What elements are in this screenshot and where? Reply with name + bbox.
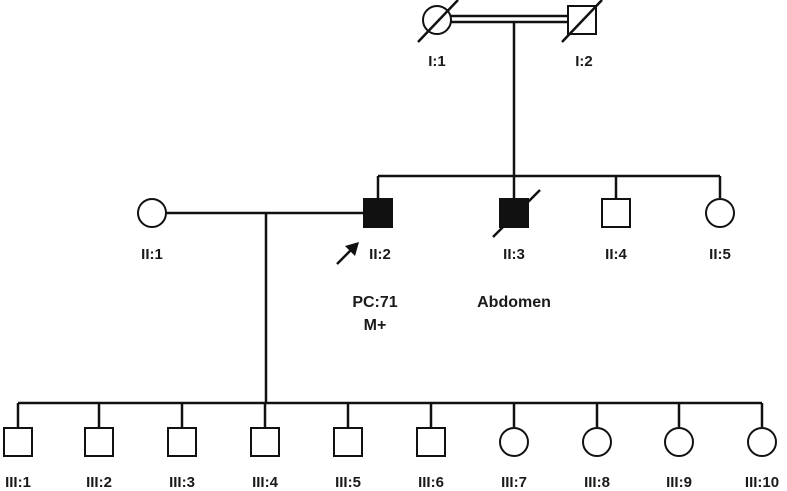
individual-III-1	[3, 427, 33, 457]
label-III-2: III:2	[86, 474, 112, 491]
deceased-slash-II-3	[492, 189, 541, 238]
generation-I: I:1 I:2	[417, 0, 603, 70]
pedigree-lines	[16, 14, 764, 427]
label-III-8: III:8	[584, 474, 610, 491]
label-III-3: III:3	[169, 474, 195, 491]
generation-II: II:1 II:2 II:3 II:4 II:5 PC:71 M+ Abdome…	[137, 189, 735, 334]
label-I-2: I:2	[575, 53, 593, 70]
individual-III-3	[167, 427, 197, 457]
proband-arrow-icon	[336, 242, 359, 265]
individual-II-3	[499, 198, 529, 228]
individual-III-2	[84, 427, 114, 457]
annotation-II-3: Abdomen	[477, 294, 551, 311]
label-I-1: I:1	[428, 53, 446, 70]
individual-III-10	[747, 427, 777, 457]
label-III-4: III:4	[252, 474, 278, 491]
individual-II-2	[363, 198, 393, 228]
generation-III: III:1 III:2 III:3 III:4 III:5 III:6 III:7 III:8…	[3, 427, 779, 491]
annotation-II-2-line-1: PC:71	[352, 294, 397, 311]
label-II-4: II:4	[605, 246, 627, 263]
label-III-1: III:1	[5, 474, 31, 491]
individual-III-7	[499, 427, 529, 457]
deceased-slash-I-1	[417, 0, 459, 43]
label-II-5: II:5	[709, 246, 731, 263]
individual-II-5	[705, 198, 735, 228]
label-II-3: II:3	[503, 246, 525, 263]
label-II-1: II:1	[141, 246, 163, 263]
individual-III-4	[250, 427, 280, 457]
label-III-6: III:6	[418, 474, 444, 491]
annotation-II-2-line-2: M+	[364, 317, 387, 334]
label-III-9: III:9	[666, 474, 692, 491]
label-III-10: III:10	[745, 474, 779, 491]
deceased-slash-I-2	[561, 0, 603, 43]
individual-III-5	[333, 427, 363, 457]
individual-III-6	[416, 427, 446, 457]
label-II-2: II:2	[369, 246, 391, 263]
individual-II-1	[137, 198, 167, 228]
gen3-drop-lines	[16, 403, 764, 427]
individual-II-4	[601, 198, 631, 228]
label-III-7: III:7	[501, 474, 527, 491]
label-III-5: III:5	[335, 474, 361, 491]
individual-III-8	[582, 427, 612, 457]
individual-III-9	[664, 427, 694, 457]
